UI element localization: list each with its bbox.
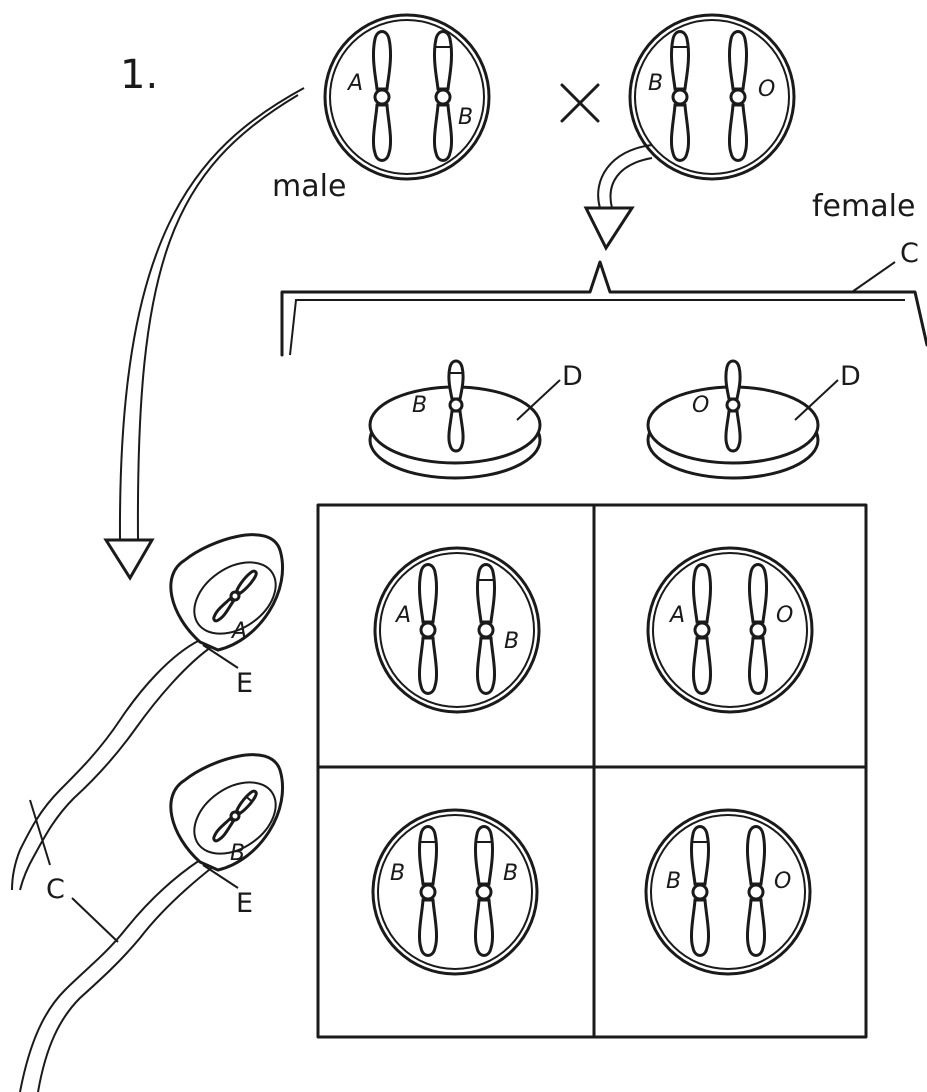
male-allele-left: A	[346, 71, 363, 96]
sperm-a: A E	[11, 533, 285, 891]
egg-b-allele: B	[412, 393, 427, 418]
cross-symbol	[560, 83, 600, 123]
punnett-cell-bo: B O	[644, 808, 812, 976]
punnett-cell-bb: B B	[371, 808, 539, 976]
female-chromosome-b	[669, 30, 691, 162]
sperm-a-allele: A	[230, 619, 247, 644]
label-e-top: E	[236, 668, 253, 699]
cell-ab-right-allele: B	[504, 629, 519, 654]
sperm-b: B E	[19, 753, 285, 1092]
label-e-bottom: E	[236, 888, 253, 919]
egg-b-chromosome	[447, 359, 465, 453]
step-number: 1.	[120, 52, 158, 98]
tail-label-c: C	[29, 799, 119, 943]
cell-bo-right-allele: O	[774, 869, 791, 894]
cell-ao-right-allele: O	[776, 603, 793, 628]
female-cell: B O	[628, 13, 796, 181]
cell-bb-left-allele: B	[390, 861, 405, 886]
egg-bracket: C	[280, 238, 927, 357]
label-c-tail: C	[46, 874, 65, 905]
punnett-square: A B A O B B B O	[316, 503, 868, 1039]
female-allele-right: O	[758, 77, 775, 102]
punnett-cell-ab: A B	[373, 546, 541, 714]
male-to-sperm-arrow	[103, 87, 305, 581]
label-d-right: D	[840, 361, 861, 392]
female-allele-left: B	[648, 71, 663, 96]
sperm-b-allele: B	[230, 841, 245, 866]
cell-ao-left-allele: A	[668, 603, 685, 628]
egg-o: O D	[646, 359, 861, 480]
egg-o-allele: O	[692, 393, 709, 418]
punnett-cell-ao: A O	[646, 546, 814, 714]
female-chromosome-o	[727, 30, 749, 162]
cell-bo-left-allele: B	[666, 869, 681, 894]
egg-b: B D	[368, 359, 583, 480]
female-to-eggs-arrow	[583, 144, 653, 252]
male-cell: A B	[323, 13, 491, 181]
female-label: female	[812, 189, 915, 224]
label-c-top: C	[900, 238, 919, 269]
label-d-left: D	[562, 361, 583, 392]
male-chromosome-b	[432, 30, 454, 162]
male-chromosome-a	[371, 30, 393, 162]
cell-ab-left-allele: A	[394, 603, 411, 628]
egg-o-chromosome	[724, 359, 742, 453]
male-label: male	[272, 169, 346, 204]
cell-bb-right-allele: B	[503, 861, 518, 886]
male-allele-right: B	[458, 105, 473, 130]
